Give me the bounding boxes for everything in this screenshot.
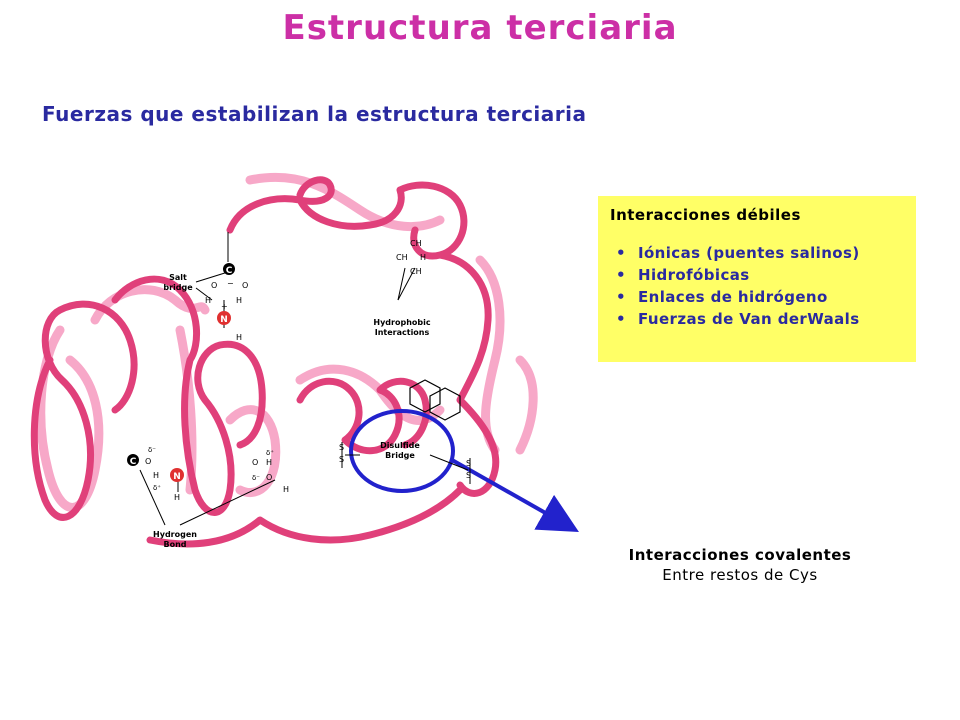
callout-lines [139, 232, 471, 526]
list-item: •Fuerzas de Van derWaals [616, 310, 860, 328]
sulfur-right-1: S [466, 459, 471, 468]
hydrophobic-label-line1: Hydrophobic [373, 318, 430, 327]
oxygen-hbond-right-top: O [252, 458, 258, 467]
h3c-label: H [420, 253, 426, 262]
delta-minus-right: δ⁻ [252, 474, 260, 482]
weak-interactions-title: Interacciones débiles [610, 206, 801, 224]
carbon-atom-salt [223, 263, 235, 275]
covalent-subtitle: Entre restos de Cys [662, 566, 818, 584]
weak-interactions-box: Interacciones débiles •Iónicas (puentes … [598, 196, 916, 362]
hydrogen-bond-label-line2: Bond [163, 540, 186, 549]
ch3-bottom: CH [410, 267, 422, 276]
hydrogen-bond-group: C O δ⁻ H δ⁺ N H O H δ⁺ δ⁻ O H Hydrogen B… [127, 446, 289, 549]
protein-ribbon [30, 172, 538, 548]
ch3-top: CH [410, 239, 422, 248]
salt-bridge-group: C O O − H H + N H Salt bridge [163, 263, 248, 342]
carbon-atom-hbond [127, 454, 139, 466]
list-item: •Enlaces de hidrógeno [616, 288, 828, 306]
weak-interactions-list: •Iónicas (puentes salinos) •Hidrofóbicas… [610, 242, 904, 330]
oxygen-left-salt: O [211, 281, 217, 290]
h-hbond-left: H [153, 471, 159, 480]
nitrogen-label-salt: N [220, 315, 228, 325]
sulfur-left-1: S [339, 443, 344, 452]
nitrogen-atom-hbond [170, 468, 184, 482]
h-hbond-right-bottom: H [283, 485, 289, 494]
bullet-icon: • [616, 310, 626, 328]
delta-plus-right: δ⁺ [266, 449, 274, 457]
sulfur-right-2: S [466, 471, 471, 480]
salt-bridge-label-line1: Salt [169, 273, 187, 282]
list-item: •Iónicas (puentes salinos) [616, 244, 860, 262]
delta-plus-left: δ⁺ [153, 484, 161, 492]
disulfide-highlight-circle [349, 409, 455, 493]
page-title: Estructura terciaria [282, 8, 678, 48]
h-right-salt: H [236, 296, 242, 305]
disulfide-label-line2: Bridge [385, 451, 415, 460]
disulfide-arrow [451, 458, 579, 532]
h-bottom-salt: H [236, 333, 242, 342]
hydrophobic-group: CH CH H CH Hydrophobic Interactions [373, 239, 430, 337]
salt-bridge-label-line2: bridge [163, 283, 193, 292]
oxygen-hbond-left: O [145, 457, 151, 466]
disulfide-group: S S S S Disulfide Bridge [339, 441, 471, 480]
h-left-salt: H [205, 296, 211, 305]
sulfur-left-2: S [339, 455, 344, 464]
covalent-interactions: Interacciones covalentes Entre restos de… [540, 546, 940, 584]
carbon-label-salt: C [226, 266, 233, 276]
plus-sign-salt: + [221, 302, 228, 311]
hydrogen-bond-label-line1: Hydrogen [153, 530, 197, 539]
minus-sign-salt: − [227, 279, 234, 288]
hydrophobic-label-line2: Interactions [375, 328, 430, 337]
oxygen-hbond-right-bottom: O [266, 473, 272, 482]
bullet-icon: • [616, 288, 626, 306]
delta-minus-left: δ⁻ [148, 446, 156, 454]
h-hbond-right-top: H [266, 458, 272, 467]
covalent-title: Interacciones covalentes [628, 546, 852, 564]
aromatic-rings [409, 379, 461, 421]
h-hbond-bottom: H [174, 493, 180, 502]
nitrogen-atom-salt [217, 311, 231, 325]
oxygen-right-salt: O [242, 281, 248, 290]
list-item: •Hidrofóbicas [616, 266, 750, 284]
ch-center: CH [396, 253, 408, 262]
disulfide-label-line1: Disulfide [380, 441, 420, 450]
nitrogen-label-hbond: N [173, 472, 181, 482]
page-subtitle: Fuerzas que estabilizan la estructura te… [42, 102, 587, 126]
bullet-icon: • [616, 266, 626, 284]
bullet-icon: • [616, 244, 626, 262]
carbon-label-hbond: C [130, 457, 137, 467]
